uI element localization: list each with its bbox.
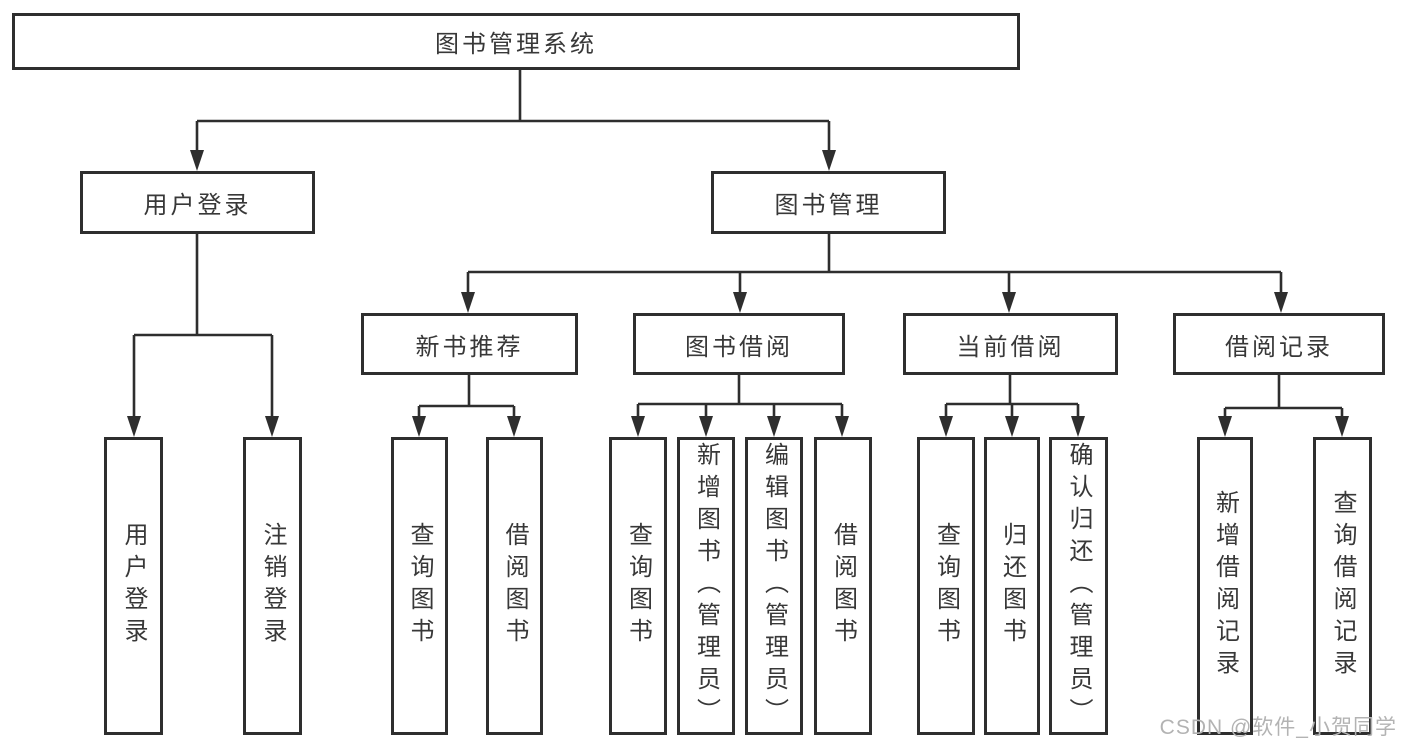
leaf-label: 借阅图书 bbox=[501, 522, 528, 650]
node-current-borrow-label: 当前借阅 bbox=[956, 333, 1065, 361]
leaf-label: 归还图书 bbox=[998, 522, 1026, 650]
leaf-borrow-books: 借阅图书 bbox=[814, 437, 872, 735]
node-new-book-recommend: 新书推荐 bbox=[361, 313, 578, 375]
leaf-add-books-admin: 新增图书（管理员） bbox=[677, 437, 735, 735]
leaf-query-books-current: 查询图书 bbox=[917, 437, 975, 735]
node-book-management-label: 图书管理 bbox=[774, 192, 883, 219]
arrow-head bbox=[265, 416, 279, 437]
leaf-label: 借阅图书 bbox=[829, 522, 857, 650]
arrow-head bbox=[1335, 416, 1349, 437]
leaf-label: 确认归还（管理员） bbox=[1065, 442, 1092, 730]
arrow-head bbox=[1071, 416, 1085, 437]
arrow-head bbox=[699, 416, 713, 437]
leaf-label: 查询借阅记录 bbox=[1329, 490, 1356, 682]
node-current-borrow: 当前借阅 bbox=[903, 313, 1118, 375]
arrow-head bbox=[1218, 416, 1232, 437]
leaf-return-books: 归还图书 bbox=[984, 437, 1040, 735]
leaf-label: 注销登录 bbox=[259, 522, 286, 650]
node-book-management: 图书管理 bbox=[711, 171, 946, 234]
arrow-head bbox=[1005, 416, 1019, 437]
connector-book-borrow bbox=[636, 375, 844, 418]
leaf-add-borrow-record: 新增借阅记录 bbox=[1197, 437, 1253, 735]
leaf-label: 新增借阅记录 bbox=[1211, 490, 1239, 682]
leaf-query-borrow-record: 查询借阅记录 bbox=[1313, 437, 1372, 735]
connector-book-management bbox=[466, 234, 1283, 294]
arrow-head bbox=[822, 150, 836, 171]
arrow-head bbox=[1274, 292, 1288, 313]
arrow-head bbox=[939, 416, 953, 437]
arrow-head bbox=[767, 416, 781, 437]
arrow-head bbox=[190, 150, 204, 171]
node-borrow-records: 借阅记录 bbox=[1173, 313, 1385, 375]
connector-user-login bbox=[132, 234, 274, 418]
leaf-label: 查询图书 bbox=[932, 522, 960, 650]
node-borrow-records-label: 借阅记录 bbox=[1225, 333, 1333, 361]
connector-root bbox=[195, 70, 831, 152]
leaf-label: 编辑图书（管理员） bbox=[760, 442, 788, 730]
arrow-head bbox=[461, 292, 475, 313]
leaf-borrow-books-recommend: 借阅图书 bbox=[486, 437, 543, 735]
connector-current-borrow bbox=[944, 375, 1080, 418]
leaf-logout-login: 注销登录 bbox=[243, 437, 302, 735]
leaf-label: 查询图书 bbox=[624, 522, 652, 650]
leaf-label: 查询图书 bbox=[406, 522, 433, 650]
node-book-borrow: 图书借阅 bbox=[633, 313, 845, 375]
leaf-edit-books-admin: 编辑图书（管理员） bbox=[745, 437, 803, 735]
connector-new-book-recommend bbox=[417, 375, 516, 418]
arrow-head bbox=[733, 292, 747, 313]
watermark: CSDN @软件_小贺同学 bbox=[1159, 716, 1397, 739]
node-new-book-recommend-label: 新书推荐 bbox=[415, 333, 524, 361]
arrow-head bbox=[412, 416, 426, 437]
arrow-head bbox=[631, 416, 645, 437]
node-book-borrow-label: 图书借阅 bbox=[685, 333, 793, 361]
arrow-head bbox=[1002, 292, 1016, 313]
leaf-query-books-recommend: 查询图书 bbox=[391, 437, 448, 735]
arrow-head bbox=[835, 416, 849, 437]
leaf-label: 新增图书（管理员） bbox=[692, 442, 720, 730]
leaf-confirm-return-admin: 确认归还（管理员） bbox=[1049, 437, 1108, 735]
leaf-user-login: 用户登录 bbox=[104, 437, 163, 735]
node-user-login-label: 用户登录 bbox=[143, 192, 252, 219]
arrow-head bbox=[507, 416, 521, 437]
node-user-login: 用户登录 bbox=[80, 171, 315, 234]
connector-borrow-records bbox=[1223, 375, 1344, 418]
node-root-label: 图书管理系统 bbox=[435, 31, 597, 58]
leaf-query-books-borrow: 查询图书 bbox=[609, 437, 667, 735]
node-root: 图书管理系统 bbox=[12, 13, 1020, 70]
leaf-label: 用户登录 bbox=[120, 522, 147, 650]
arrow-head bbox=[127, 416, 141, 437]
